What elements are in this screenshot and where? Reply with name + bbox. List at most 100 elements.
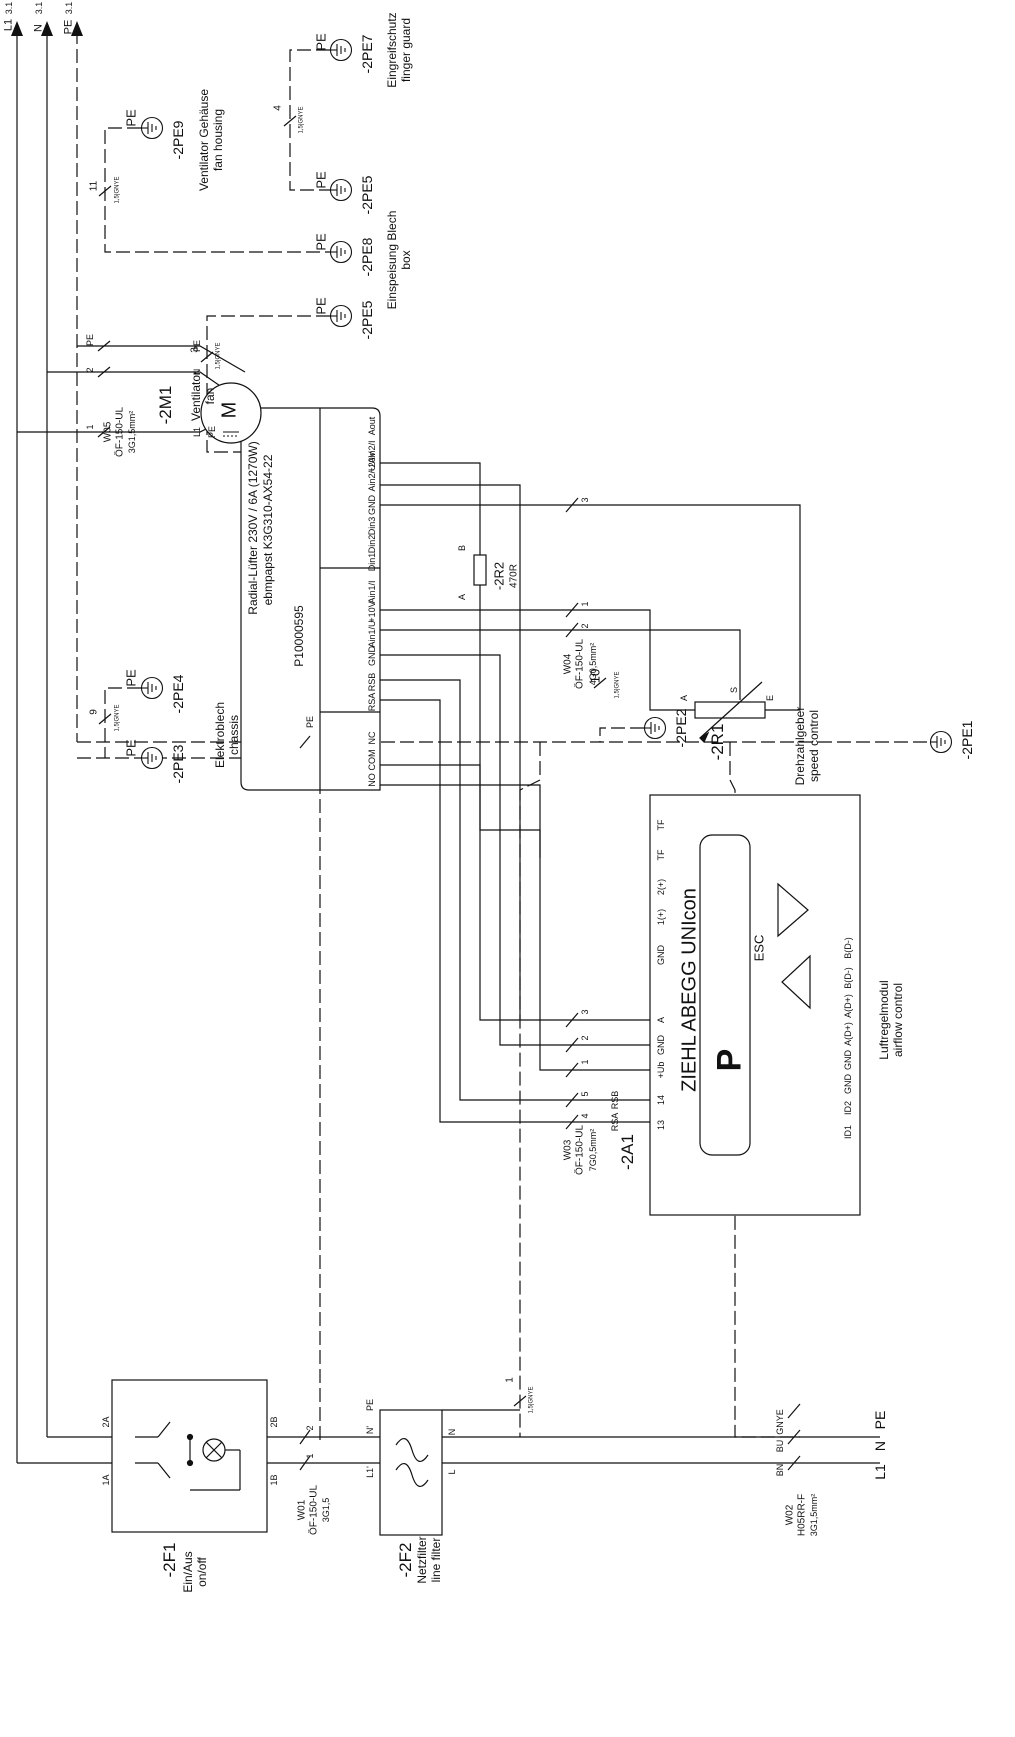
f2-pin-l-out: L1' — [364, 1466, 375, 1478]
f2-pin-n-in: N — [446, 1428, 457, 1436]
ctl-term-rsb: RSB — [609, 1090, 620, 1110]
pe5a-id: -2PE5 — [358, 175, 375, 215]
pe9-pe-label: PE — [123, 109, 139, 127]
pe3-id: -2PE3 — [169, 744, 186, 784]
pe3-pe-label: PE — [123, 739, 139, 757]
w03-pin-4: 4 — [579, 1113, 590, 1119]
ctl-term-ub: +Ub — [655, 1061, 666, 1079]
fan-terminal-com: COM — [366, 749, 377, 771]
motor-pin-pe: PE — [191, 339, 202, 353]
w9-type: 1,5|GNYE — [114, 704, 121, 732]
w4-type: 1,5|GNYE — [298, 106, 305, 134]
w01-pin-1: 1 — [304, 1453, 315, 1459]
bus-ref-n: 3.1 — [33, 1, 44, 15]
fan-terminal-10v: +10V — [366, 601, 377, 623]
supply-n: N — [871, 1440, 888, 1452]
w10-type: 1,5|GNYE — [614, 671, 621, 699]
r2-pin-b: B — [456, 544, 467, 552]
r1-pin-a: A — [678, 694, 689, 702]
w9-number: 9 — [88, 709, 100, 715]
w01-name: W01 — [296, 1499, 308, 1521]
fan-terminal-rsb: RSB — [366, 672, 377, 692]
bus-label-pe: PE — [62, 19, 75, 35]
pe7-pe-label: PE — [313, 33, 329, 51]
fan-model: ebmpapst K3G310-AX54-22 — [261, 454, 276, 606]
fan-title: Radial-Lüfter 230V / 6A (1270W) — [246, 441, 261, 615]
w01-pin-2: 2 — [304, 1425, 315, 1431]
fan-terminal-gnd2: GND — [366, 646, 377, 666]
ctl-term-gnd: GND — [655, 945, 666, 965]
fan-terminal-din2: Din2 — [366, 534, 377, 554]
w03-name: W03 — [562, 1139, 574, 1161]
supply-pe: PE — [871, 1410, 888, 1430]
w03-section: 7G0,5mm² — [587, 1128, 598, 1172]
w02-type: H05RR-F — [796, 1493, 808, 1537]
controller-brand: ZIEHL ABEGG UNIcon — [678, 888, 701, 1092]
w11-number: 11 — [88, 180, 100, 192]
fan-terminal-din3: Din3 — [366, 516, 377, 536]
pe1-id: -2PE1 — [958, 720, 975, 760]
w05-pin-1: 1 — [84, 424, 95, 430]
ctl-term-gnd2: GND — [655, 1035, 666, 1055]
bus-ref-pe: 3.1 — [63, 1, 74, 15]
r1-id: -2R1 — [708, 723, 728, 761]
motor-label: M — [218, 401, 241, 419]
fan-terminal-ain1i: Ain1/I — [366, 580, 377, 604]
w05-name: W05 — [102, 421, 114, 443]
fan-terminal-aout: Aout — [366, 416, 377, 436]
bus-ref-l1: 3.1 — [3, 1, 14, 15]
w01-section: 3G1,5 — [320, 1497, 331, 1523]
w03-pin-1: 1 — [579, 1059, 590, 1065]
r2-id: -2R2 — [491, 561, 507, 591]
r1-pin-s: S — [728, 686, 739, 694]
w03-pin-3: 3 — [579, 1009, 590, 1015]
controller-key-esc: ESC — [751, 934, 767, 962]
pe7-id: -2PE7 — [358, 34, 375, 74]
fan-terminal-nc: NC — [366, 731, 377, 745]
w04-name: W04 — [562, 653, 574, 675]
controller-key-p: P — [710, 1048, 749, 1072]
w02-pin-gnye: GNYE — [774, 1409, 785, 1435]
f2-id: -2F2 — [396, 1542, 416, 1578]
f1-pin-2b: 2B — [268, 1416, 279, 1428]
r1-pin-e: E — [764, 694, 775, 702]
fan-terminal-no: NO — [366, 773, 377, 787]
w02-name: W02 — [784, 1504, 796, 1526]
fan-pe-mark: PE — [206, 425, 217, 439]
w1-type: 1,5|GNYE — [528, 1386, 535, 1414]
fan-terminal-20v: +20V — [366, 451, 377, 473]
w05-type: ÖF-150-UL — [114, 406, 126, 458]
ctl-term-gnd-r1: GND — [842, 1050, 853, 1070]
f2-pin-pe: PE — [364, 1398, 375, 1412]
w1-number: 1 — [504, 1377, 516, 1383]
bus-label-l1: L1 — [2, 18, 15, 32]
ctl-term-tf1: TF — [655, 819, 666, 831]
w04-pin-2: 2 — [579, 623, 590, 629]
ctl-term-14: 14 — [655, 1094, 666, 1106]
fan-part-number: P10000595 — [292, 605, 307, 667]
ctl-term-ad2: A(D+) — [842, 1022, 853, 1046]
w01-pin-pe: PE — [304, 715, 315, 729]
w03-pin-2: 2 — [579, 1035, 590, 1041]
ctl-term-2plus: 2(+) — [655, 878, 666, 896]
ctl-term-ad1: A(D+) — [842, 994, 853, 1018]
w01-type: ÖF-150-UL — [308, 1484, 320, 1536]
w02-pin-bn: BN — [774, 1463, 785, 1477]
ctl-term-bd2: B(D-) — [842, 967, 853, 989]
w05-pin-2: 2 — [84, 367, 95, 373]
pe5b-pe-label: PE — [313, 297, 329, 315]
w02-section: 3G1,5mm² — [808, 1493, 819, 1537]
w04-pin-3: 3 — [579, 497, 590, 503]
ctl-term-gnd-r2: GND — [842, 1074, 853, 1094]
ctl-term-13: 13 — [655, 1119, 666, 1131]
w05-section: 3G1,5mm² — [126, 410, 137, 454]
f1-pin-1a: 1A — [100, 1474, 111, 1486]
fan-terminal-din1: Din1 — [366, 552, 377, 572]
fan-id: -2M1 — [156, 385, 176, 425]
bus-label-n: N — [32, 24, 45, 32]
